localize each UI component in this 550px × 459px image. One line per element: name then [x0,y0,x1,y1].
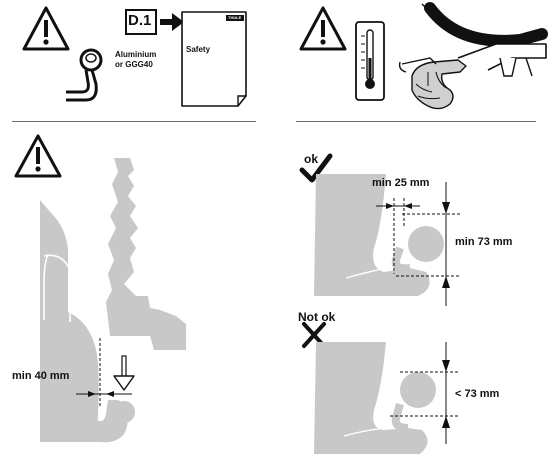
doc-code-box [125,9,157,35]
bike-tyre-illustration [421,2,548,47]
min-height-label: min 73 mm [455,236,513,248]
panel-bike-clearance-graphics [14,134,186,443]
panel-material-safety-graphics [22,6,247,107]
tow-ball-icon [66,48,103,102]
dimension-arrows [76,391,132,397]
notok-dimensions [390,342,460,444]
panel-ball-clearance: ok min 25 mm min 73 mm Not ok < 73 mm [290,124,550,459]
warning-triangle-icon [14,134,62,178]
min-side-label: min 25 mm [372,177,430,189]
tow-ball [113,401,135,423]
arrow-right-icon [160,13,184,31]
bike-rack-silhouette [106,158,186,350]
ok-dimensions [376,182,460,306]
material-line-1: Aluminium [115,50,157,59]
panel-temperature [290,0,550,120]
rack-arm-illustration [457,43,547,77]
not-ok-label: Not ok [298,310,336,324]
manual-brand: THULE [228,15,242,20]
ok-tow-ball [408,226,444,262]
warning-triangle-icon [299,6,347,51]
arrow-down-icon [113,355,135,391]
doc-code-label: D.1 [128,12,152,29]
ok-label: ok [304,152,319,166]
panel-ball-clearance-graphics [299,153,460,454]
material-line-2: or GGG40 [115,60,153,69]
panel-bike-clearance: min 40 mm [0,124,270,459]
panel-material-safety: D.1 Aluminium or GGG40 THULE Safety [0,0,270,120]
notok-tow-ball [400,372,436,408]
manual-heading: Safety [186,45,211,54]
divider-right [296,121,536,122]
too-low-label: < 73 mm [455,388,500,400]
tow-bar-silhouette [68,400,128,443]
notok-bumper-silhouette [314,342,428,454]
ok-bumper-silhouette [314,174,430,296]
hand-illustration [398,57,467,110]
divider-left [12,121,256,122]
bike-clearance-label: min 40 mm [12,370,70,382]
manual-page-icon [181,11,247,107]
panel-temperature-graphics [299,2,548,110]
check-icon [299,153,333,183]
thermometer-icon [355,21,385,101]
warning-triangle-icon [22,6,70,51]
